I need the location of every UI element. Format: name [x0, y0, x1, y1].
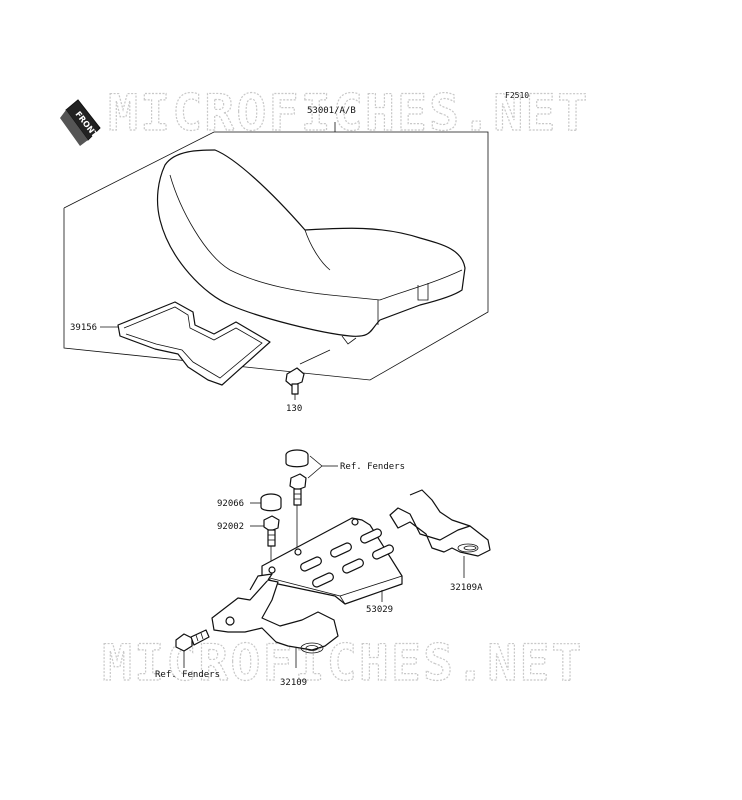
bolt-bottom-part [175, 629, 210, 652]
label-53001: 53001/A/B [307, 106, 356, 116]
label-92002: 92002 [217, 522, 244, 532]
seat-assembly-frame [63, 122, 489, 381]
label-32109A: 32109A [450, 583, 483, 593]
bolt-92002-part [263, 515, 280, 568]
label-130: 130 [286, 404, 302, 414]
watermark-bottom: MICROFICHES.NET [102, 634, 584, 692]
label-32109: 32109 [280, 678, 307, 688]
bolt-130-part [285, 349, 331, 395]
cap-92066-part [260, 493, 282, 512]
seat-part [156, 149, 466, 345]
pad-part [117, 301, 271, 386]
label-ref-fenders-bottom: Ref. Fenders [155, 670, 220, 680]
label-ref-fenders-top: Ref. Fenders [340, 462, 405, 472]
front-arrow-icon: FRONT [60, 99, 101, 146]
label-92066: 92066 [217, 499, 244, 509]
bracket-32109-part [211, 573, 339, 654]
plate-53029-part [261, 517, 403, 605]
bracket-32109A-part [389, 489, 491, 557]
watermark-top: MICROFICHES.NET [108, 84, 590, 142]
label-53029: 53029 [366, 605, 393, 615]
bolt-top-part [289, 473, 307, 506]
ref-fenders-top-leader [296, 455, 338, 550]
label-39156: 39156 [70, 323, 97, 333]
figure-code: F2510 [505, 91, 529, 100]
cap-top-part [285, 449, 309, 468]
